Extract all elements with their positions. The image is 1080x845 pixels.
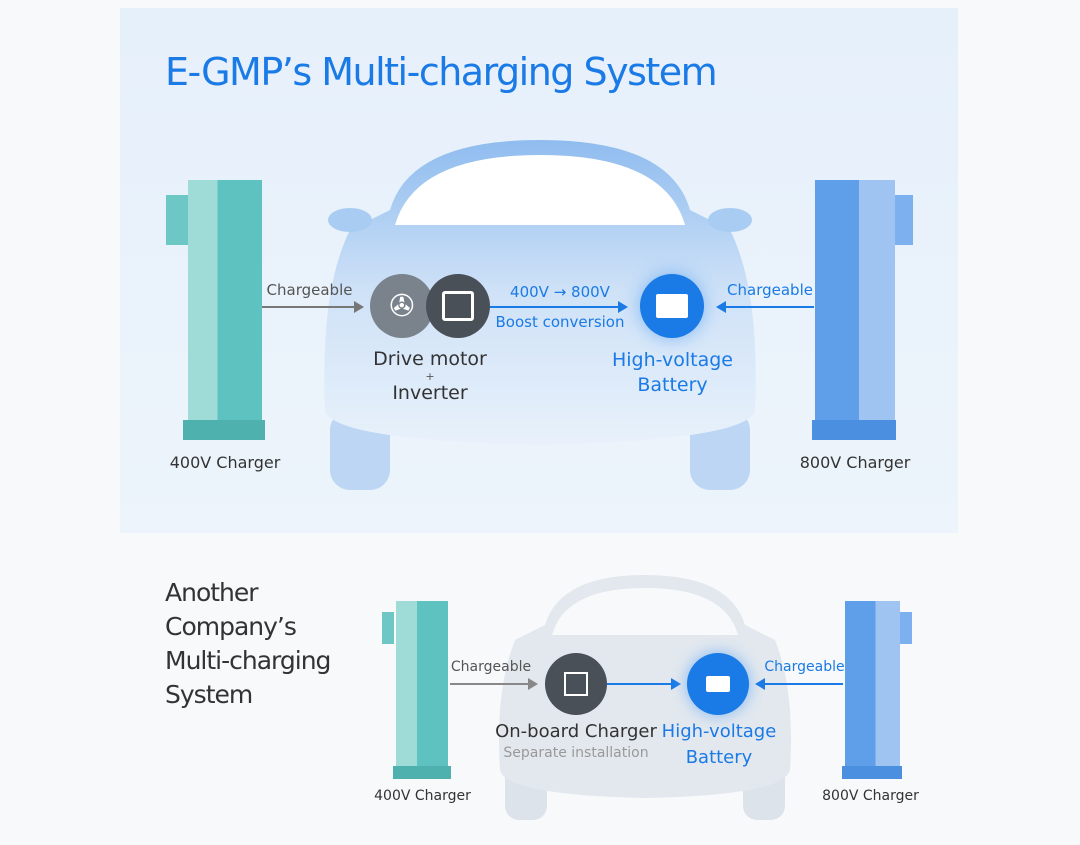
motor-label: Drive motor (373, 348, 487, 370)
left-arrow (262, 301, 364, 313)
egmp-title: E-GMP’s Multi-charging System (165, 50, 718, 94)
battery-label-small-1: High-voltage (661, 721, 777, 742)
title-line: Company’s (165, 612, 297, 641)
charger-plug (382, 612, 394, 644)
other-car (499, 575, 791, 820)
battery-icon (640, 274, 704, 338)
left-arrow-small (450, 678, 538, 690)
charger-plug (900, 612, 912, 644)
right-chargeable-small: Chargeable (764, 659, 845, 675)
right-arrow-small (755, 678, 843, 690)
charger-plug (895, 195, 913, 245)
title-line: System (165, 680, 253, 709)
800v-charger-small (845, 601, 900, 766)
400v-charger-small (396, 601, 448, 766)
right-chargeable-label: Chargeable (727, 281, 813, 299)
inverter-icon (426, 274, 490, 338)
charger-base (812, 420, 896, 440)
drive-motor-icon: ✇ (370, 274, 434, 338)
boost-voltage-label: 400V → 800V (510, 283, 610, 301)
battery-label-2: Battery (637, 374, 708, 396)
charger-base (842, 766, 902, 779)
title-line: Another (165, 578, 259, 607)
obc-arrow (607, 678, 681, 690)
battery-label-small-2: Battery (685, 747, 753, 768)
boost-conversion-label: Boost conversion (495, 313, 625, 331)
charger-base (393, 766, 451, 779)
title-line: Multi-charging (165, 646, 331, 675)
charger-plug (166, 195, 188, 245)
battery-icon-small (687, 653, 749, 715)
obc-sublabel: Separate installation (503, 745, 649, 761)
egmp-car (324, 140, 756, 490)
obc-label: On-board Charger (495, 721, 657, 742)
inverter-label: Inverter (392, 382, 468, 404)
right-charger-label: 800V Charger (799, 453, 911, 472)
right-charger-label-small: 800V Charger (822, 788, 919, 804)
right-arrow (716, 301, 814, 313)
400v-charger (188, 180, 262, 420)
boost-arrow (490, 301, 628, 313)
battery-label-1: High-voltage (611, 349, 733, 371)
800v-charger (815, 180, 895, 420)
left-charger-label: 400V Charger (169, 453, 281, 472)
on-board-charger-icon (545, 653, 607, 715)
left-chargeable-label: Chargeable (266, 281, 353, 299)
other-title: Another Company’s Multi-charging System (165, 576, 331, 712)
left-chargeable-small: Chargeable (450, 659, 532, 675)
charger-base (183, 420, 265, 440)
plus-sign: + (425, 370, 435, 383)
left-charger-label-small: 400V Charger (374, 788, 471, 804)
